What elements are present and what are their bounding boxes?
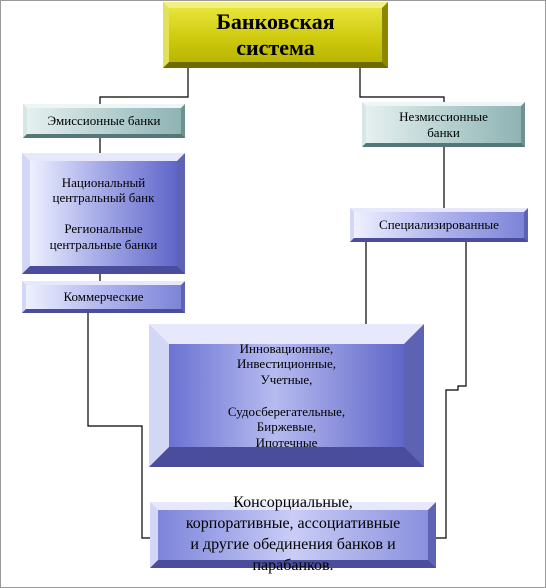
title-block: Банковская система	[163, 2, 388, 68]
commercial-banks-block: Коммерческие	[22, 281, 185, 313]
central-line-3: Региональные	[64, 221, 143, 236]
emission-banks-block: Эмиссионные банки	[23, 104, 185, 138]
nonemission-line-2: банки	[427, 124, 460, 140]
types-line-2: Инвестиционные,	[236, 356, 336, 372]
nonemission-line-1: Незмиссионные	[399, 108, 488, 124]
connector-specialized-assoc	[436, 242, 467, 539]
types-line-1: Инновационные,	[239, 340, 334, 356]
types-line-3: Учетные,	[260, 371, 313, 387]
associations-block: Консорциальные, корпоративные, ассоциати…	[150, 494, 436, 574]
types-line-4: Судосберегательные,	[227, 403, 346, 419]
title-line-1: Банковская	[216, 8, 335, 34]
central-line-2: центральный банк	[52, 190, 155, 206]
emission-banks-label: Эмиссионные банки	[47, 113, 161, 129]
assoc-line-2: корпоративные, ассоциативные	[185, 515, 401, 533]
central-banks-block: Национальный центральный банк Региональн…	[22, 153, 185, 274]
title-line-2: система	[236, 35, 315, 60]
bank-types-block: Инновационные, Инвестиционные, Учетные, …	[149, 324, 424, 467]
specialized-banks-block: Специализированные	[350, 208, 528, 242]
types-line-5: Биржевые,	[256, 419, 317, 435]
assoc-line-1: Консорциальные,	[233, 494, 353, 512]
commercial-label: Коммерческие	[63, 289, 144, 305]
assoc-line-3: и другие обединения банков и	[190, 536, 396, 553]
central-line-1: Национальный	[61, 174, 146, 190]
connector-commercial-assoc	[87, 313, 150, 539]
types-line-6: Ипотечные	[255, 434, 318, 450]
connector-title-nonemission	[359, 68, 445, 102]
central-line-4: центральные банки	[49, 236, 158, 252]
specialized-label: Специализированные	[379, 217, 499, 233]
nonemission-banks-block: Незмиссионные банки	[362, 102, 525, 147]
connector-title-emission	[99, 68, 189, 104]
assoc-line-4: парабанков.	[252, 556, 334, 574]
